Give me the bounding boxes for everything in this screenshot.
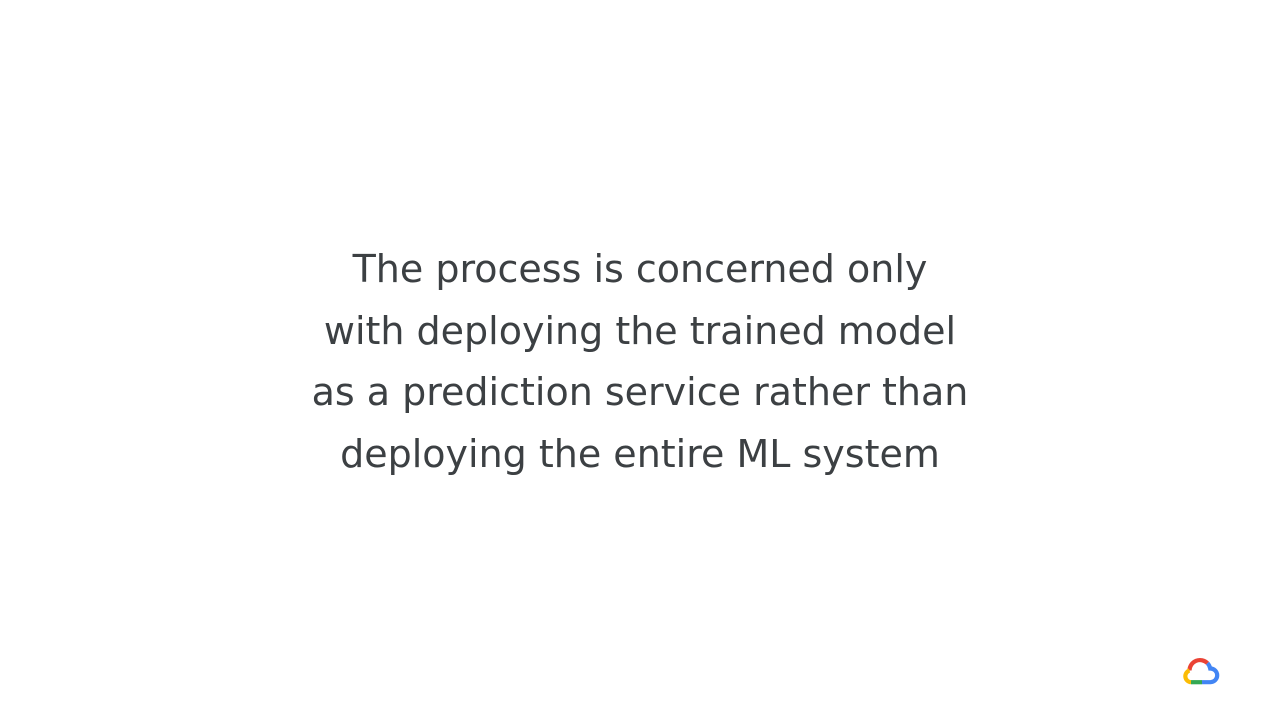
slide-text-line-2: with deploying the trained model bbox=[323, 308, 957, 353]
slide-text: The process is concerned only with deplo… bbox=[0, 239, 1280, 485]
google-cloud-logo-icon bbox=[1180, 654, 1220, 688]
slide-text-line-1: The process is concerned only bbox=[352, 247, 928, 291]
slide-text-line-4: deploying the entire ML system bbox=[340, 431, 940, 476]
slide-text-line-3: as a prediction service rather than bbox=[311, 370, 969, 414]
